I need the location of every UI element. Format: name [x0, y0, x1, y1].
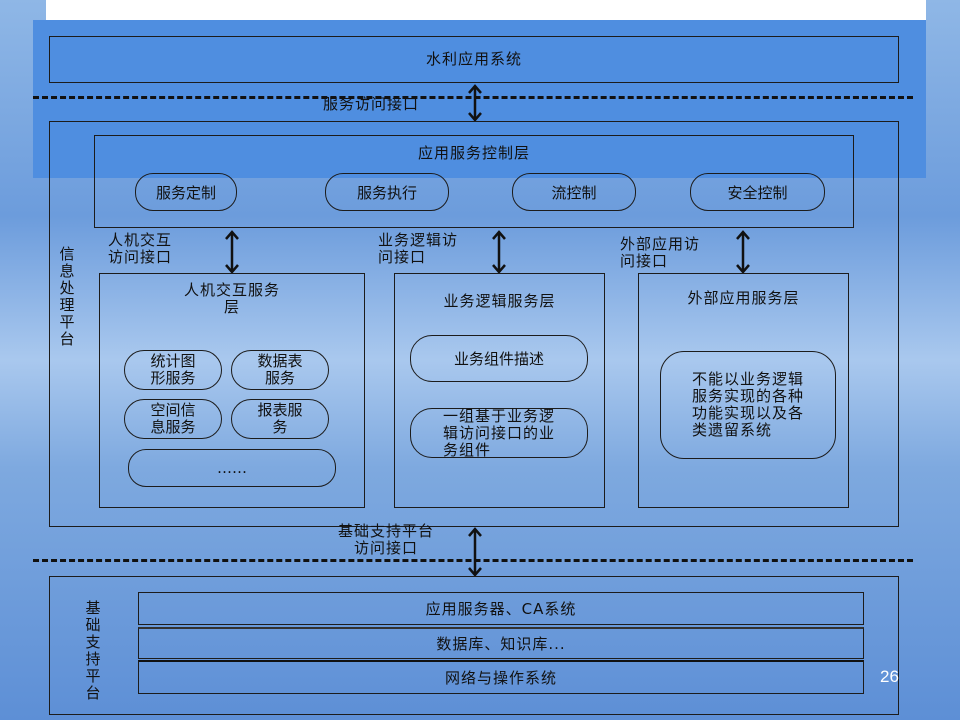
- data-table-pill: 数据表 服务: [231, 350, 329, 390]
- base-interface-arrow: [468, 527, 482, 577]
- base-interface-label: 基础支持平台 访问接口: [337, 522, 434, 557]
- spatial-info-pill: 空间信 息服务: [124, 399, 222, 439]
- biz-layer-box: [394, 273, 605, 508]
- biz-component-desc-pill: 业务组件描述: [410, 335, 588, 382]
- control-layer-box: [94, 135, 854, 228]
- biz-component-group-text: 一组基于业务逻 辑访问接口的业 务组件: [442, 406, 555, 459]
- page-number: 26: [880, 667, 899, 686]
- security-control-pill: 安全控制: [690, 173, 825, 211]
- ext-layer-title: 外部应用服务层: [687, 289, 800, 307]
- more-pill: ……: [128, 449, 336, 487]
- hci-interface-arrow: [225, 230, 239, 274]
- report-pill: 报表服 务: [231, 399, 329, 439]
- hci-layer-box: [99, 273, 365, 508]
- base-platform-frame: [49, 576, 899, 715]
- base-row-network: 网络与操作系统: [138, 660, 864, 694]
- hci-layer-title: 人机交互服务 层: [183, 281, 280, 316]
- legacy-systems-text: 不能以业务逻辑 服务实现的各种 功能实现以及各 类遗留系统: [691, 370, 804, 439]
- divider-dashed-top: [33, 96, 913, 99]
- legacy-systems-pill: 不能以业务逻辑 服务实现的各种 功能实现以及各 类遗留系统: [660, 351, 836, 459]
- base-platform-label: 基础支持平台: [85, 599, 101, 702]
- service-interface-arrow: [468, 84, 482, 122]
- top-system-label: 水利应用系统: [425, 50, 522, 68]
- biz-interface-arrow: [492, 230, 506, 274]
- service-interface-label: 服务访问接口: [323, 95, 420, 113]
- top-system-box: 水利应用系统: [49, 36, 899, 83]
- top-blue-band: [33, 20, 926, 178]
- base-row-app-server: 应用服务器、CA系统: [138, 592, 864, 625]
- ext-interface-label: 外部应用访 问接口: [620, 235, 701, 270]
- ext-interface-arrow: [736, 230, 750, 274]
- info-platform-label: 信息处理平台: [59, 245, 75, 348]
- base-row-database: 数据库、知识库...: [138, 627, 864, 659]
- biz-layer-title: 业务逻辑服务层: [443, 292, 556, 310]
- flow-control-pill: 流控制: [512, 173, 636, 211]
- divider-dashed-bottom: [33, 559, 913, 562]
- ext-layer-box: [638, 273, 849, 508]
- control-layer-title: 应用服务控制层: [417, 144, 530, 162]
- stat-graph-pill: 统计图 形服务: [124, 350, 222, 390]
- biz-component-group-pill: 一组基于业务逻 辑访问接口的业 务组件: [410, 406, 588, 459]
- top-white-band: [46, 0, 926, 22]
- hci-interface-label: 人机交互 访问接口: [108, 231, 173, 266]
- service-exec-pill: 服务执行: [325, 173, 449, 211]
- info-platform-frame: [49, 121, 899, 527]
- service-custom-pill: 服务定制: [135, 173, 237, 211]
- biz-interface-label: 业务逻辑访 问接口: [378, 231, 459, 266]
